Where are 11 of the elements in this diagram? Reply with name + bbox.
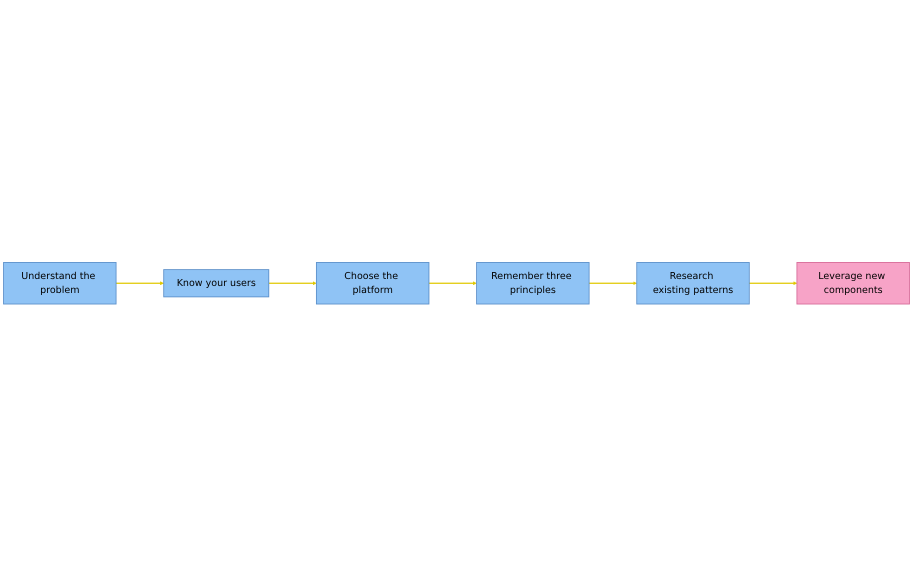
- node-box: Research existing patterns: [636, 262, 750, 304]
- arrow: [749, 281, 798, 285]
- node-box: Choose the platform: [316, 262, 430, 304]
- node-box: Remember three principles: [476, 262, 590, 304]
- arrow: [268, 281, 317, 285]
- node-box: Understand the problem: [3, 262, 117, 304]
- node-box: Know your users: [163, 268, 270, 298]
- arrow: [116, 281, 164, 285]
- arrow: [589, 281, 637, 285]
- arrow: [428, 281, 477, 285]
- node-box: Leverage new components: [796, 262, 910, 304]
